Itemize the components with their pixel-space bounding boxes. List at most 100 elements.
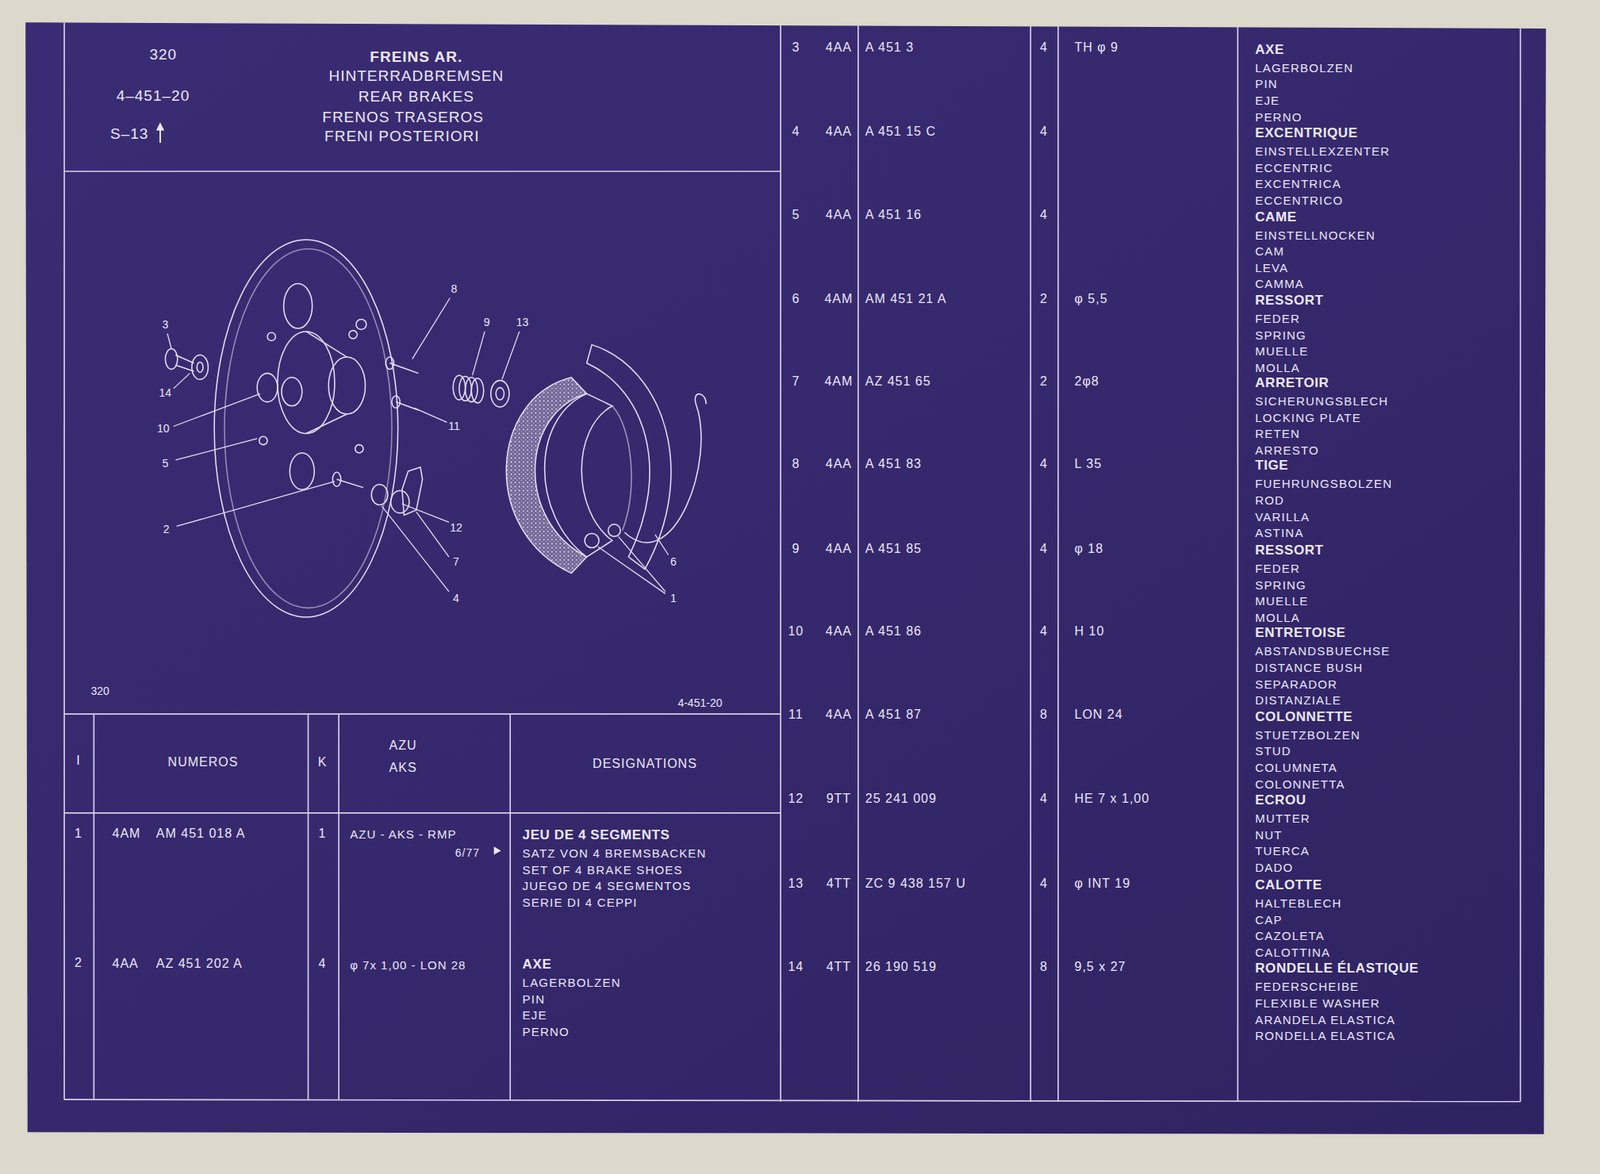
part-name-translation: LEVA <box>1254 260 1289 273</box>
table-cell: 10 <box>787 625 804 638</box>
table-cell: A 451 83 <box>865 457 922 471</box>
table-cell: 4 <box>318 957 327 971</box>
part-name-translation: LAGERBOLZEN <box>522 976 622 989</box>
title-translation: FRENOS TRASEROS <box>322 108 484 124</box>
callout-number: 8 <box>451 283 458 295</box>
column-header: AZU <box>389 739 418 753</box>
part-name-translation: FUEHRUNGSBOLZEN <box>1254 477 1393 490</box>
part-name-translation: STUETZBOLZEN <box>1254 728 1361 741</box>
table-cell: φ INT 19 <box>1074 877 1132 891</box>
table-cell: 4 <box>1039 542 1048 556</box>
table-cell: 14 <box>787 960 804 974</box>
callout-number: 12 <box>449 521 463 534</box>
table-cell: 4AA <box>825 708 852 722</box>
table-cell: 12 <box>787 792 804 806</box>
part-name-translation: CALOTTINA <box>1254 945 1331 958</box>
part-name-translation: CAM <box>1254 245 1285 258</box>
table-cell: 4 <box>1039 41 1048 54</box>
part-name-translation: JUEGO DE 4 SEGMENTOS <box>522 879 692 892</box>
table-cell: AM 451 018 A <box>156 827 246 841</box>
callout-number: 10 <box>157 422 170 434</box>
table-cell: 4 <box>1039 792 1048 806</box>
table-cell: ZC 9 438 157 U <box>865 877 967 891</box>
part-name-translation: SPRING <box>1254 578 1307 591</box>
column-header: K <box>318 755 328 769</box>
table-cell: 2 <box>74 956 83 970</box>
table-cell: φ 5,5 <box>1074 292 1109 306</box>
part-name: AXE <box>522 957 553 971</box>
table-cell: 4 <box>1039 457 1048 471</box>
part-name-translation: MOLLA <box>1254 360 1301 373</box>
callout-number: 2 <box>163 523 170 535</box>
part-name: RESSORT <box>1254 293 1324 307</box>
table-cell: 4AA <box>825 208 852 222</box>
table-cell: 4AA <box>825 125 852 139</box>
plate-reference: 4-451-20 <box>677 697 722 709</box>
part-name-translation: FEDERSCHEIBE <box>1254 980 1359 993</box>
part-name-translation: MUELLE <box>1254 594 1309 607</box>
part-name-translation: PERNO <box>1254 110 1302 123</box>
part-name-translation: SERIE DI 4 CEPPI <box>522 895 638 908</box>
part-name-translation: EINSTELLNOCKEN <box>1254 228 1376 241</box>
column-header: AKS <box>389 761 418 775</box>
table-cell: 26 190 519 <box>865 960 937 974</box>
part-name-translation: LOCKING PLATE <box>1254 410 1362 423</box>
part-name-translation: ARANDELA ELASTICA <box>1254 1012 1396 1025</box>
column-header: DESIGNATIONS <box>592 757 698 771</box>
part-name-translation: NUT <box>1254 828 1282 841</box>
part-name-translation: SEPARADOR <box>1254 677 1338 690</box>
table-cell: L 35 <box>1074 457 1103 471</box>
table-cell: 9 <box>791 542 800 556</box>
table-cell: 4AM <box>111 827 141 841</box>
section-reference: S–13 <box>110 126 149 142</box>
table-cell: 1 <box>318 827 327 841</box>
title-translation: REAR BRAKES <box>358 88 475 104</box>
part-name: ECROU <box>1254 793 1306 807</box>
part-name-translation: FEDER <box>1254 312 1301 325</box>
table-cell: 4AA <box>825 457 852 471</box>
part-name: EXCENTRIQUE <box>1254 126 1358 140</box>
plate-reference: 4–451–20 <box>116 87 191 103</box>
callout-number: 13 <box>516 316 530 328</box>
table-cell: 3 <box>791 41 800 54</box>
callout-number: 1 <box>670 592 677 604</box>
part-name-translation: ABSTANDSBUECHSE <box>1254 644 1390 657</box>
part-name-translation: COLUMNETA <box>1254 760 1338 773</box>
part-name-translation: STUD <box>1254 744 1292 757</box>
table-cell: 4AA <box>825 41 852 54</box>
part-name: RESSORT <box>1254 543 1324 557</box>
part-name-translation: LAGERBOLZEN <box>1254 61 1354 73</box>
column-header: I <box>76 754 81 768</box>
table-cell: 4TT <box>826 960 852 974</box>
title-translation: HINTERRADBREMSEN <box>328 68 504 84</box>
table-cell: 2 <box>1039 292 1048 306</box>
part-name-translation: CAZOLETA <box>1254 929 1325 942</box>
table-cell: 8 <box>1039 960 1048 974</box>
table-cell: A 451 87 <box>865 708 922 722</box>
part-name-translation: MUELLE <box>1254 345 1309 357</box>
part-name-translation: ECCENTRICO <box>1254 194 1343 207</box>
table-cell: 9TT <box>826 792 852 806</box>
part-name-translation: ECCENTRIC <box>1254 161 1333 173</box>
part-name-translation: ROD <box>1254 494 1285 507</box>
part-name-translation: ARRESTO <box>1254 444 1320 457</box>
film-ground <box>25 22 1547 1135</box>
title-translation: FRENI POSTERIORI <box>324 128 480 144</box>
table-cell: φ 7x 1,00 - LON 28 <box>349 959 466 971</box>
table-cell: A 451 86 <box>865 625 922 638</box>
part-name-translation: CAP <box>1254 913 1282 925</box>
table-cell: 4AM <box>824 375 853 388</box>
table-cell: 1 <box>74 827 83 841</box>
table-cell: 8 <box>1039 708 1048 722</box>
table-cell: 4AA <box>111 957 139 971</box>
symbols <box>156 122 502 855</box>
callout-number: 4 <box>452 592 460 604</box>
callout-number: 14 <box>159 387 173 399</box>
table-cell: 9,5 x 27 <box>1074 960 1127 974</box>
callout-number: 7 <box>452 556 460 568</box>
part-name-translation: EXCENTRICA <box>1254 177 1342 190</box>
table-cell: 25 241 009 <box>865 792 937 806</box>
brake-illustration <box>164 239 706 618</box>
table-cell: 4 <box>1039 625 1048 638</box>
table-cell: 2 <box>1039 375 1048 388</box>
